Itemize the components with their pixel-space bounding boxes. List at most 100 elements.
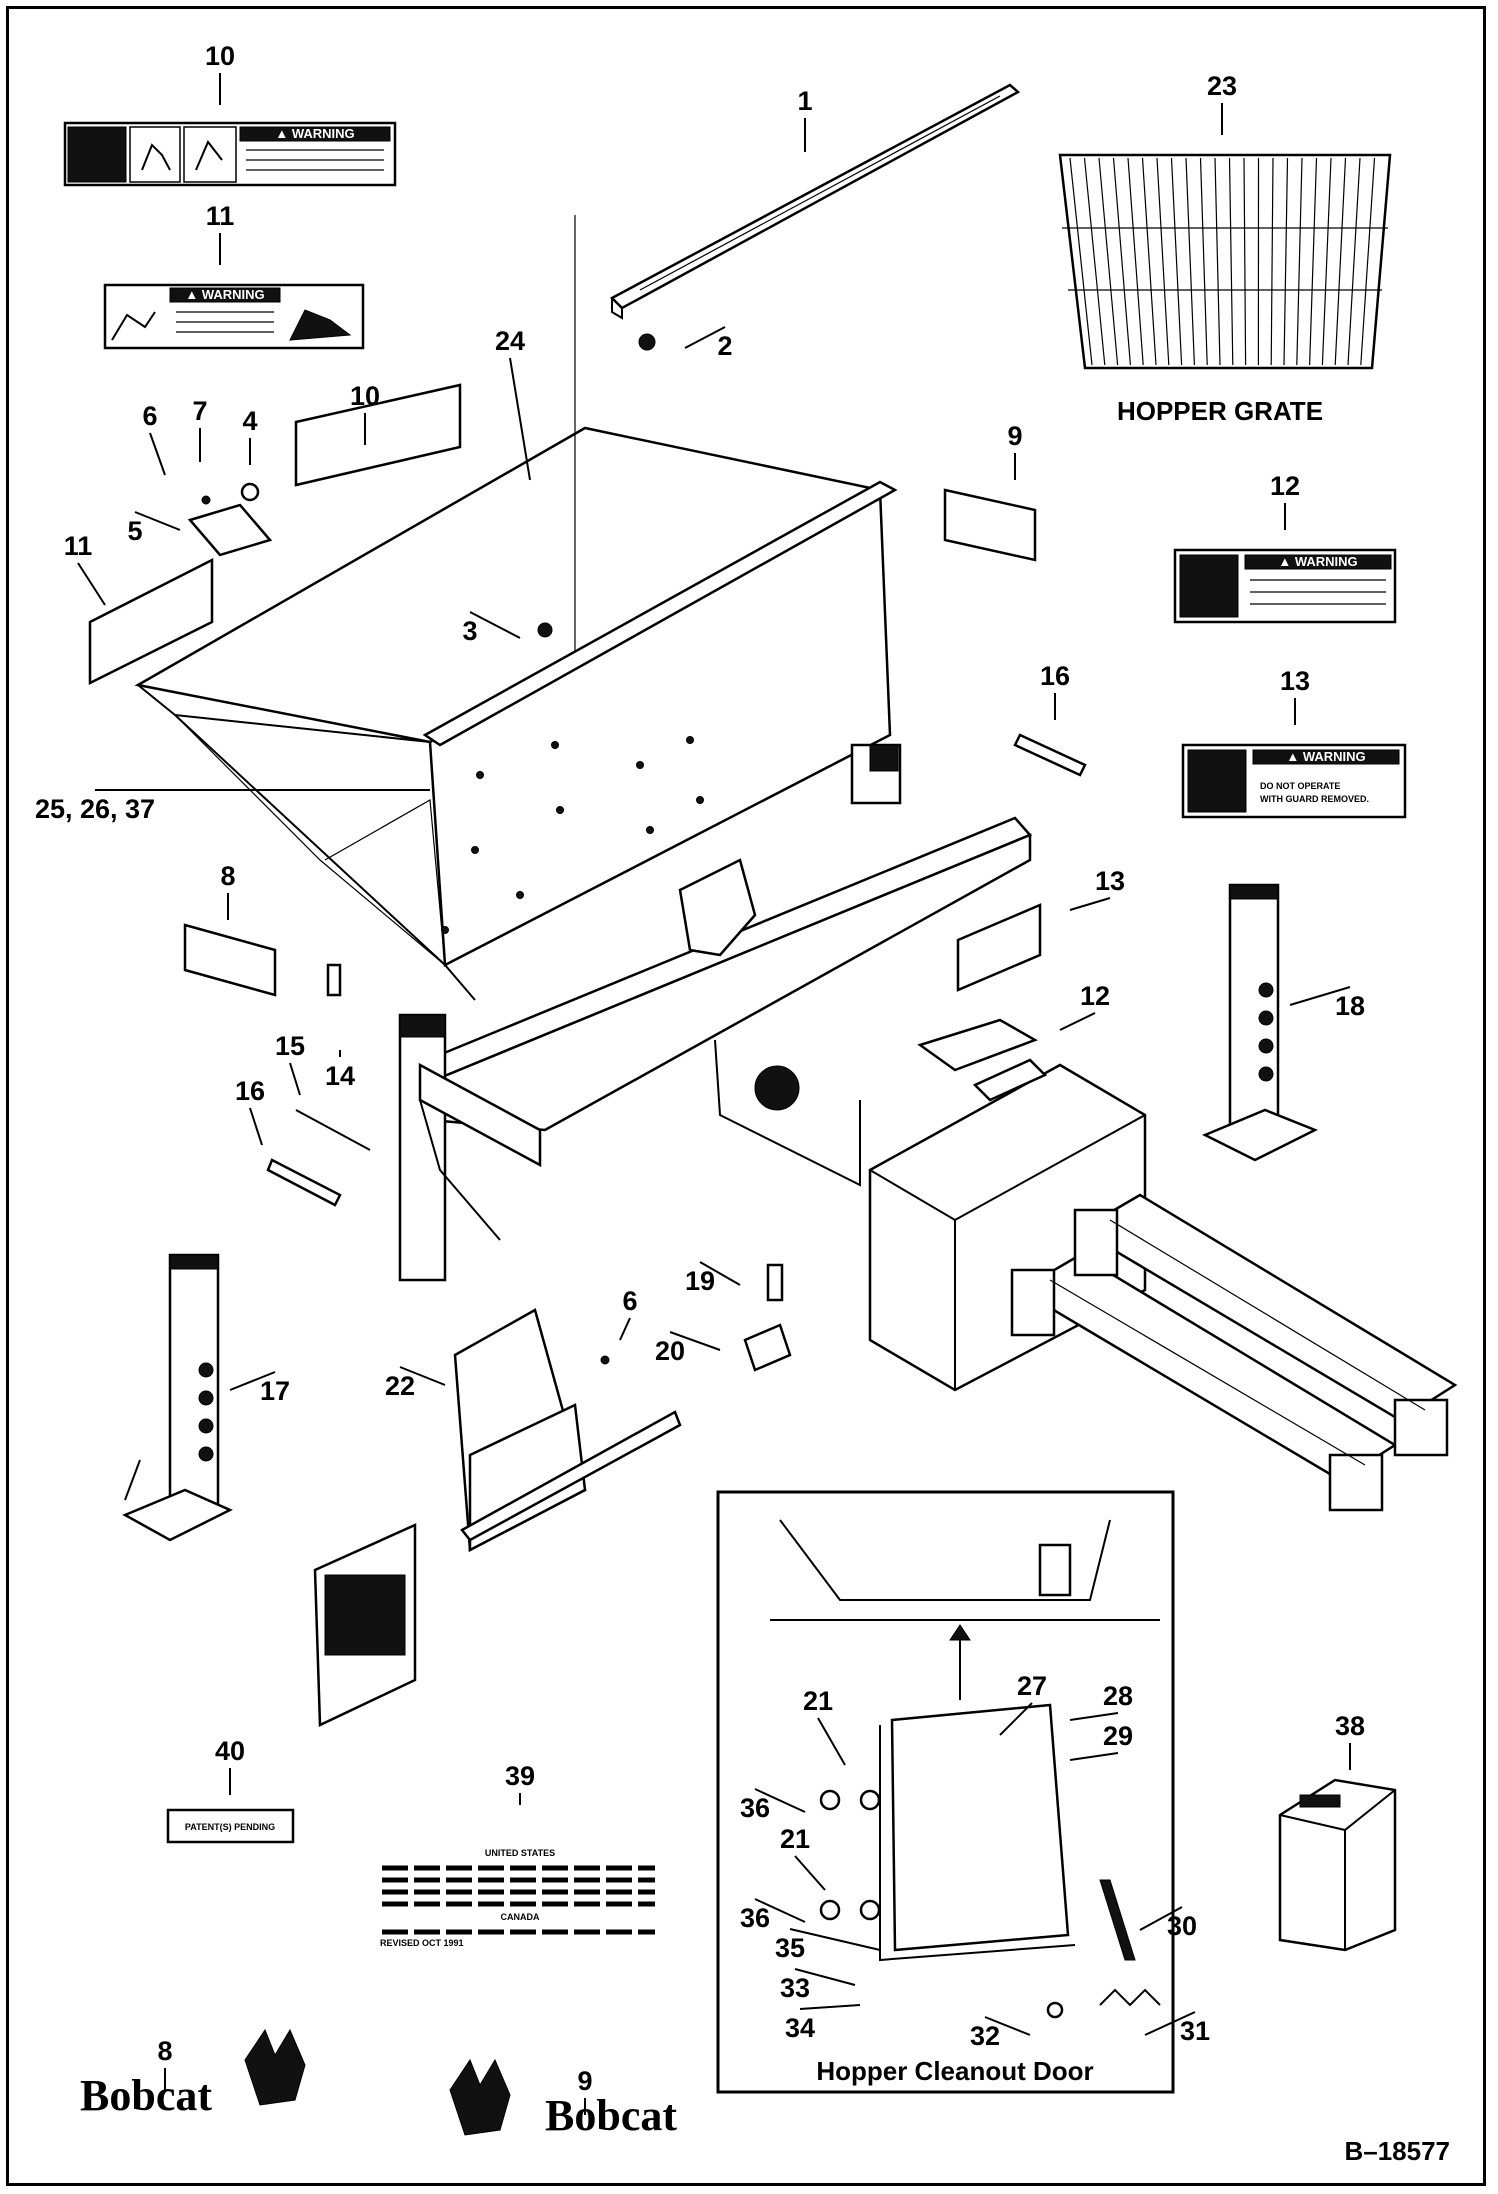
callout-13: 13	[1280, 666, 1310, 696]
diagram-border	[6, 6, 1486, 2186]
decal-outline-12	[917, 1018, 1038, 1072]
callout-20: 20	[655, 1336, 685, 1366]
frame-front-post	[398, 1013, 542, 1282]
callout-12: 12	[1080, 981, 1110, 1011]
decal-39-country-1: UNITED STATES	[485, 1848, 555, 1858]
leader-line	[134, 511, 181, 531]
decal-10-warning: ▲ WARNING	[63, 121, 397, 187]
callout-27: 27	[1017, 1671, 1047, 1701]
callout-40: 40	[215, 1736, 245, 1766]
leader-line	[1059, 1012, 1096, 1031]
leader-line	[1289, 986, 1351, 1006]
leader-line	[619, 1317, 631, 1341]
leader-line	[289, 1062, 301, 1096]
pin-16-right	[1013, 733, 1087, 777]
grate-slat	[1098, 157, 1119, 366]
callout-2: 2	[717, 331, 732, 361]
leader-line	[817, 1717, 846, 1766]
callout-21: 21	[780, 1824, 810, 1854]
grate-slat	[1309, 157, 1318, 366]
callout-16: 16	[1040, 661, 1070, 691]
grate-slat	[1112, 157, 1131, 366]
mounting-hole	[551, 741, 559, 749]
leader-line	[789, 1928, 881, 1951]
callout-16: 16	[235, 1076, 265, 1106]
callout-32: 32	[970, 2021, 1000, 2051]
inset-hopper-cleanout-door	[716, 1490, 1175, 2094]
decal-11-warning: ▲ WARNING	[103, 283, 365, 350]
decal-39-patents: UNITED STATES CANADA REVISED OCT 1991	[375, 1812, 665, 1952]
grate-slat	[1321, 157, 1332, 366]
callout-36: 36	[740, 1793, 770, 1823]
leader-line	[754, 1788, 806, 1813]
callout-34: 34	[785, 2013, 815, 2043]
decal-9-bobcat-logo: Bobcat	[449, 2058, 677, 2140]
decal-9-brand-text: Bobcat	[545, 2091, 677, 2140]
callout-leader-lines	[77, 73, 1351, 2115]
hydraulic-cylinders	[1010, 1193, 1458, 1512]
caption-hopper-grate: HOPPER GRATE	[1117, 396, 1323, 426]
decal-8-bobcat-logo: Bobcat	[80, 2028, 306, 2120]
drawing-id: B–18577	[1344, 2136, 1450, 2166]
grate-slat	[1141, 157, 1157, 366]
leader-line	[77, 562, 106, 606]
grate-slat	[1170, 157, 1183, 366]
mounting-hole	[441, 926, 449, 934]
leader-line	[249, 1107, 263, 1146]
hardware-bolt-3	[537, 622, 553, 638]
leader-line	[684, 326, 726, 349]
callout-9: 9	[1007, 421, 1022, 451]
callout-12: 12	[1270, 471, 1300, 501]
screw-6-lower	[600, 1355, 610, 1365]
grate-slat	[1185, 157, 1195, 366]
bolt-14	[326, 963, 342, 997]
leader-line	[999, 1702, 1033, 1736]
grate-slat	[1127, 157, 1144, 366]
caption-hopper-cleanout-door: Hopper Cleanout Door	[816, 2056, 1093, 2086]
frame-main-beam	[412, 743, 1033, 1187]
mounting-hole	[471, 846, 479, 854]
callout-18: 18	[1335, 991, 1365, 1021]
part-2-nut	[638, 333, 656, 351]
mounting-hole	[686, 736, 694, 744]
part-17-stand-left	[122, 1253, 233, 1542]
decal-outline-13	[956, 903, 1042, 992]
callout-8: 8	[220, 861, 235, 891]
leader-line	[1069, 1712, 1119, 1721]
decal-13-line1: DO NOT OPERATE	[1260, 781, 1340, 791]
callout-10: 10	[350, 381, 380, 411]
callout-33: 33	[780, 1973, 810, 2003]
decal-40-text: PATENT(S) PENDING	[185, 1822, 275, 1832]
grate-slat	[1083, 157, 1106, 366]
callout-22: 22	[385, 1371, 415, 1401]
decal-13-warning: ▲ WARNING DO NOT OPERATE WITH GUARD REMO…	[1181, 743, 1407, 819]
leader-line	[1069, 1752, 1119, 1761]
callout-6: 6	[142, 401, 157, 431]
part-1-rail	[609, 83, 1021, 320]
callout-17: 17	[260, 1376, 290, 1406]
grate-slat	[1069, 157, 1093, 366]
callout-23: 23	[1207, 71, 1237, 101]
callout-4: 4	[242, 406, 257, 436]
hardware-bracket-5	[187, 482, 273, 557]
callout-11: 11	[64, 531, 93, 561]
grate-slat	[1199, 157, 1208, 366]
callout-21: 21	[803, 1686, 833, 1716]
part-22-cleanout-door-assembly	[313, 1308, 682, 1727]
callout-labels: 1234566788991010111112121313141516161718…	[35, 41, 1365, 2096]
grate-slat	[1214, 157, 1221, 366]
callout-11: 11	[206, 201, 235, 231]
decal-10-warning-text: ▲ WARNING	[275, 126, 354, 141]
pin-15	[295, 1109, 371, 1151]
callout-24: 24	[495, 326, 525, 356]
mounting-hole	[476, 771, 484, 779]
callout-5: 5	[127, 516, 142, 546]
callout-15: 15	[275, 1031, 305, 1061]
grate-slat	[1270, 157, 1274, 366]
callout-29: 29	[1103, 1721, 1133, 1751]
callout-31: 31	[1180, 2016, 1210, 2046]
callout-39: 39	[505, 1761, 535, 1791]
decal-outline-10	[294, 383, 462, 487]
